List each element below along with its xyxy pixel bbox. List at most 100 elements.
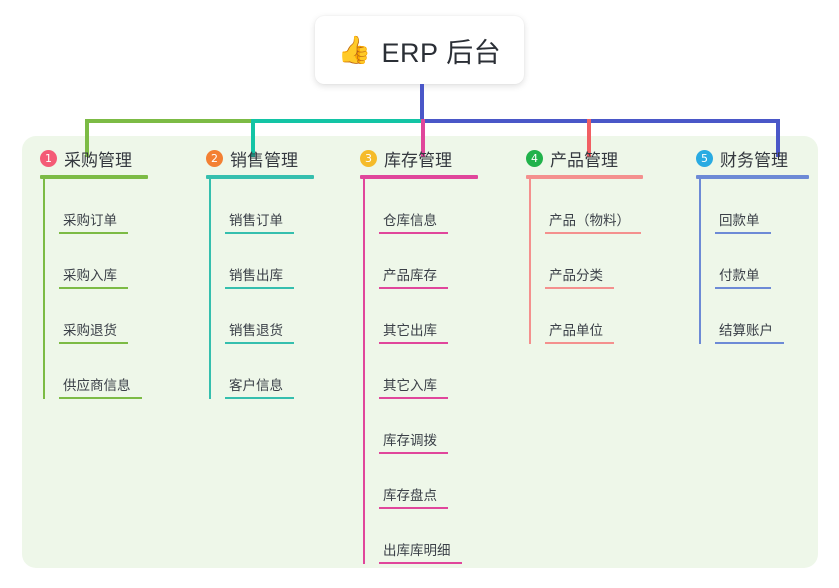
connector-drop-5 <box>776 119 780 157</box>
branch-item-rule <box>379 287 448 289</box>
branch-header-2[interactable]: 2 销售管理 <box>206 146 314 170</box>
branch-item-list: 回款单付款单结算账户 <box>699 179 809 344</box>
branch-item-label: 付款单 <box>719 268 760 283</box>
branch-title: 产品管理 <box>550 150 618 170</box>
branch-item[interactable]: 库存调拨 <box>379 399 478 454</box>
branch-item[interactable]: 回款单 <box>715 179 809 234</box>
branch-item-rule <box>59 232 128 234</box>
branch-number-badge: 4 <box>526 149 543 167</box>
branch-item-rule <box>379 397 448 399</box>
branch-item[interactable]: 出库库明细 <box>379 509 478 564</box>
connector-bus-blue <box>421 119 780 123</box>
branch-item-rule <box>59 342 128 344</box>
branch-item-rule <box>379 562 462 564</box>
branch-item-label: 仓库信息 <box>383 213 437 228</box>
branch-title: 销售管理 <box>230 150 298 170</box>
branch-item-rule <box>225 342 294 344</box>
branch-item-list: 仓库信息产品库存其它出库其它入库库存调拨库存盘点出库库明细 <box>363 179 478 564</box>
root-node[interactable]: 👍 ERP 后台 <box>315 16 524 84</box>
branch-item[interactable]: 产品单位 <box>545 289 643 344</box>
branch-item-label: 销售出库 <box>229 268 283 283</box>
branch-item[interactable]: 采购入库 <box>59 234 148 289</box>
branch-item-label: 采购入库 <box>63 268 117 283</box>
branch-item[interactable]: 采购退货 <box>59 289 148 344</box>
branch-item[interactable]: 仓库信息 <box>379 179 478 234</box>
branch-number-badge: 2 <box>206 149 223 167</box>
thumbs-up-icon: 👍 <box>337 34 372 66</box>
branch-item-label: 采购订单 <box>63 213 117 228</box>
connector-bus-teal <box>251 119 423 123</box>
branch-item-label: 库存调拨 <box>383 433 437 448</box>
branch-item[interactable]: 产品（物料） <box>545 179 643 234</box>
branch-item-label: 结算账户 <box>719 323 773 338</box>
branch-item-rule <box>379 507 448 509</box>
branch-item[interactable]: 销售订单 <box>225 179 314 234</box>
branch-item[interactable]: 结算账户 <box>715 289 809 344</box>
branch-item-rule <box>545 342 614 344</box>
branch-item-label: 其它入库 <box>383 378 437 393</box>
root-title: ERP 后台 <box>381 37 502 68</box>
branch-header-rule <box>206 175 314 179</box>
branch-header-rule <box>526 175 643 179</box>
branch-title: 采购管理 <box>64 150 132 170</box>
branch-column-2: 2 销售管理销售订单销售出库销售退货客户信息 <box>206 146 314 399</box>
branch-item-label: 销售订单 <box>229 213 283 228</box>
branch-item-rule <box>715 232 771 234</box>
connector-drop-2 <box>251 119 255 157</box>
branch-item[interactable]: 供应商信息 <box>59 344 148 399</box>
branch-item-label: 销售退货 <box>229 323 283 338</box>
branch-item-rule <box>379 232 448 234</box>
connector-drop-1 <box>85 119 89 157</box>
branch-number-badge: 3 <box>360 149 377 167</box>
connector-drop-3 <box>421 119 425 157</box>
branch-item[interactable]: 库存盘点 <box>379 454 478 509</box>
connector-drop-4 <box>587 119 591 157</box>
branch-item-rule <box>225 287 294 289</box>
branch-item-rule <box>715 287 771 289</box>
branch-item-rule <box>59 397 142 399</box>
branch-item-list: 采购订单采购入库采购退货供应商信息 <box>43 179 148 399</box>
branch-item-label: 产品分类 <box>549 268 603 283</box>
branch-item[interactable]: 付款单 <box>715 234 809 289</box>
branch-item[interactable]: 产品分类 <box>545 234 643 289</box>
branch-item-list: 产品（物料） 产品分类产品单位 <box>529 179 643 344</box>
branch-item[interactable]: 产品库存 <box>379 234 478 289</box>
branch-item-label: 产品库存 <box>383 268 437 283</box>
branch-item-rule <box>715 342 784 344</box>
connector-bus-green <box>85 119 253 123</box>
branch-header-3[interactable]: 3 库存管理 <box>360 146 478 170</box>
branch-item-list: 销售订单销售出库销售退货客户信息 <box>209 179 314 399</box>
branch-item[interactable]: 其它出库 <box>379 289 478 344</box>
branch-item-label: 其它出库 <box>383 323 437 338</box>
branch-item-rule <box>545 287 614 289</box>
branch-column-4: 4 产品管理产品（物料） 产品分类产品单位 <box>526 146 643 344</box>
branch-item[interactable]: 销售退货 <box>225 289 314 344</box>
branch-header-rule <box>696 175 809 179</box>
branch-item-label: 产品单位 <box>549 323 603 338</box>
branch-header-rule <box>360 175 478 179</box>
branch-title: 财务管理 <box>720 150 788 170</box>
branch-item-rule <box>225 232 294 234</box>
branch-item-rule <box>379 452 448 454</box>
branch-item-label: 产品（物料） <box>549 213 630 228</box>
branch-header-4[interactable]: 4 产品管理 <box>526 146 643 170</box>
branch-item-label: 供应商信息 <box>63 378 131 393</box>
branch-item-rule <box>225 397 294 399</box>
branch-item-label: 库存盘点 <box>383 488 437 503</box>
diagram-background-panel <box>22 136 818 568</box>
branch-item-label: 出库库明细 <box>383 543 451 558</box>
branch-column-3: 3 库存管理仓库信息产品库存其它出库其它入库库存调拨库存盘点出库库明细 <box>360 146 478 564</box>
branch-item[interactable]: 销售出库 <box>225 234 314 289</box>
connector-root-stem <box>420 84 424 122</box>
branch-item[interactable]: 采购订单 <box>59 179 148 234</box>
branch-item[interactable]: 其它入库 <box>379 344 478 399</box>
branch-title: 库存管理 <box>384 150 452 170</box>
branch-header-rule <box>40 175 148 179</box>
branch-item[interactable]: 客户信息 <box>225 344 314 399</box>
branch-item-label: 回款单 <box>719 213 760 228</box>
